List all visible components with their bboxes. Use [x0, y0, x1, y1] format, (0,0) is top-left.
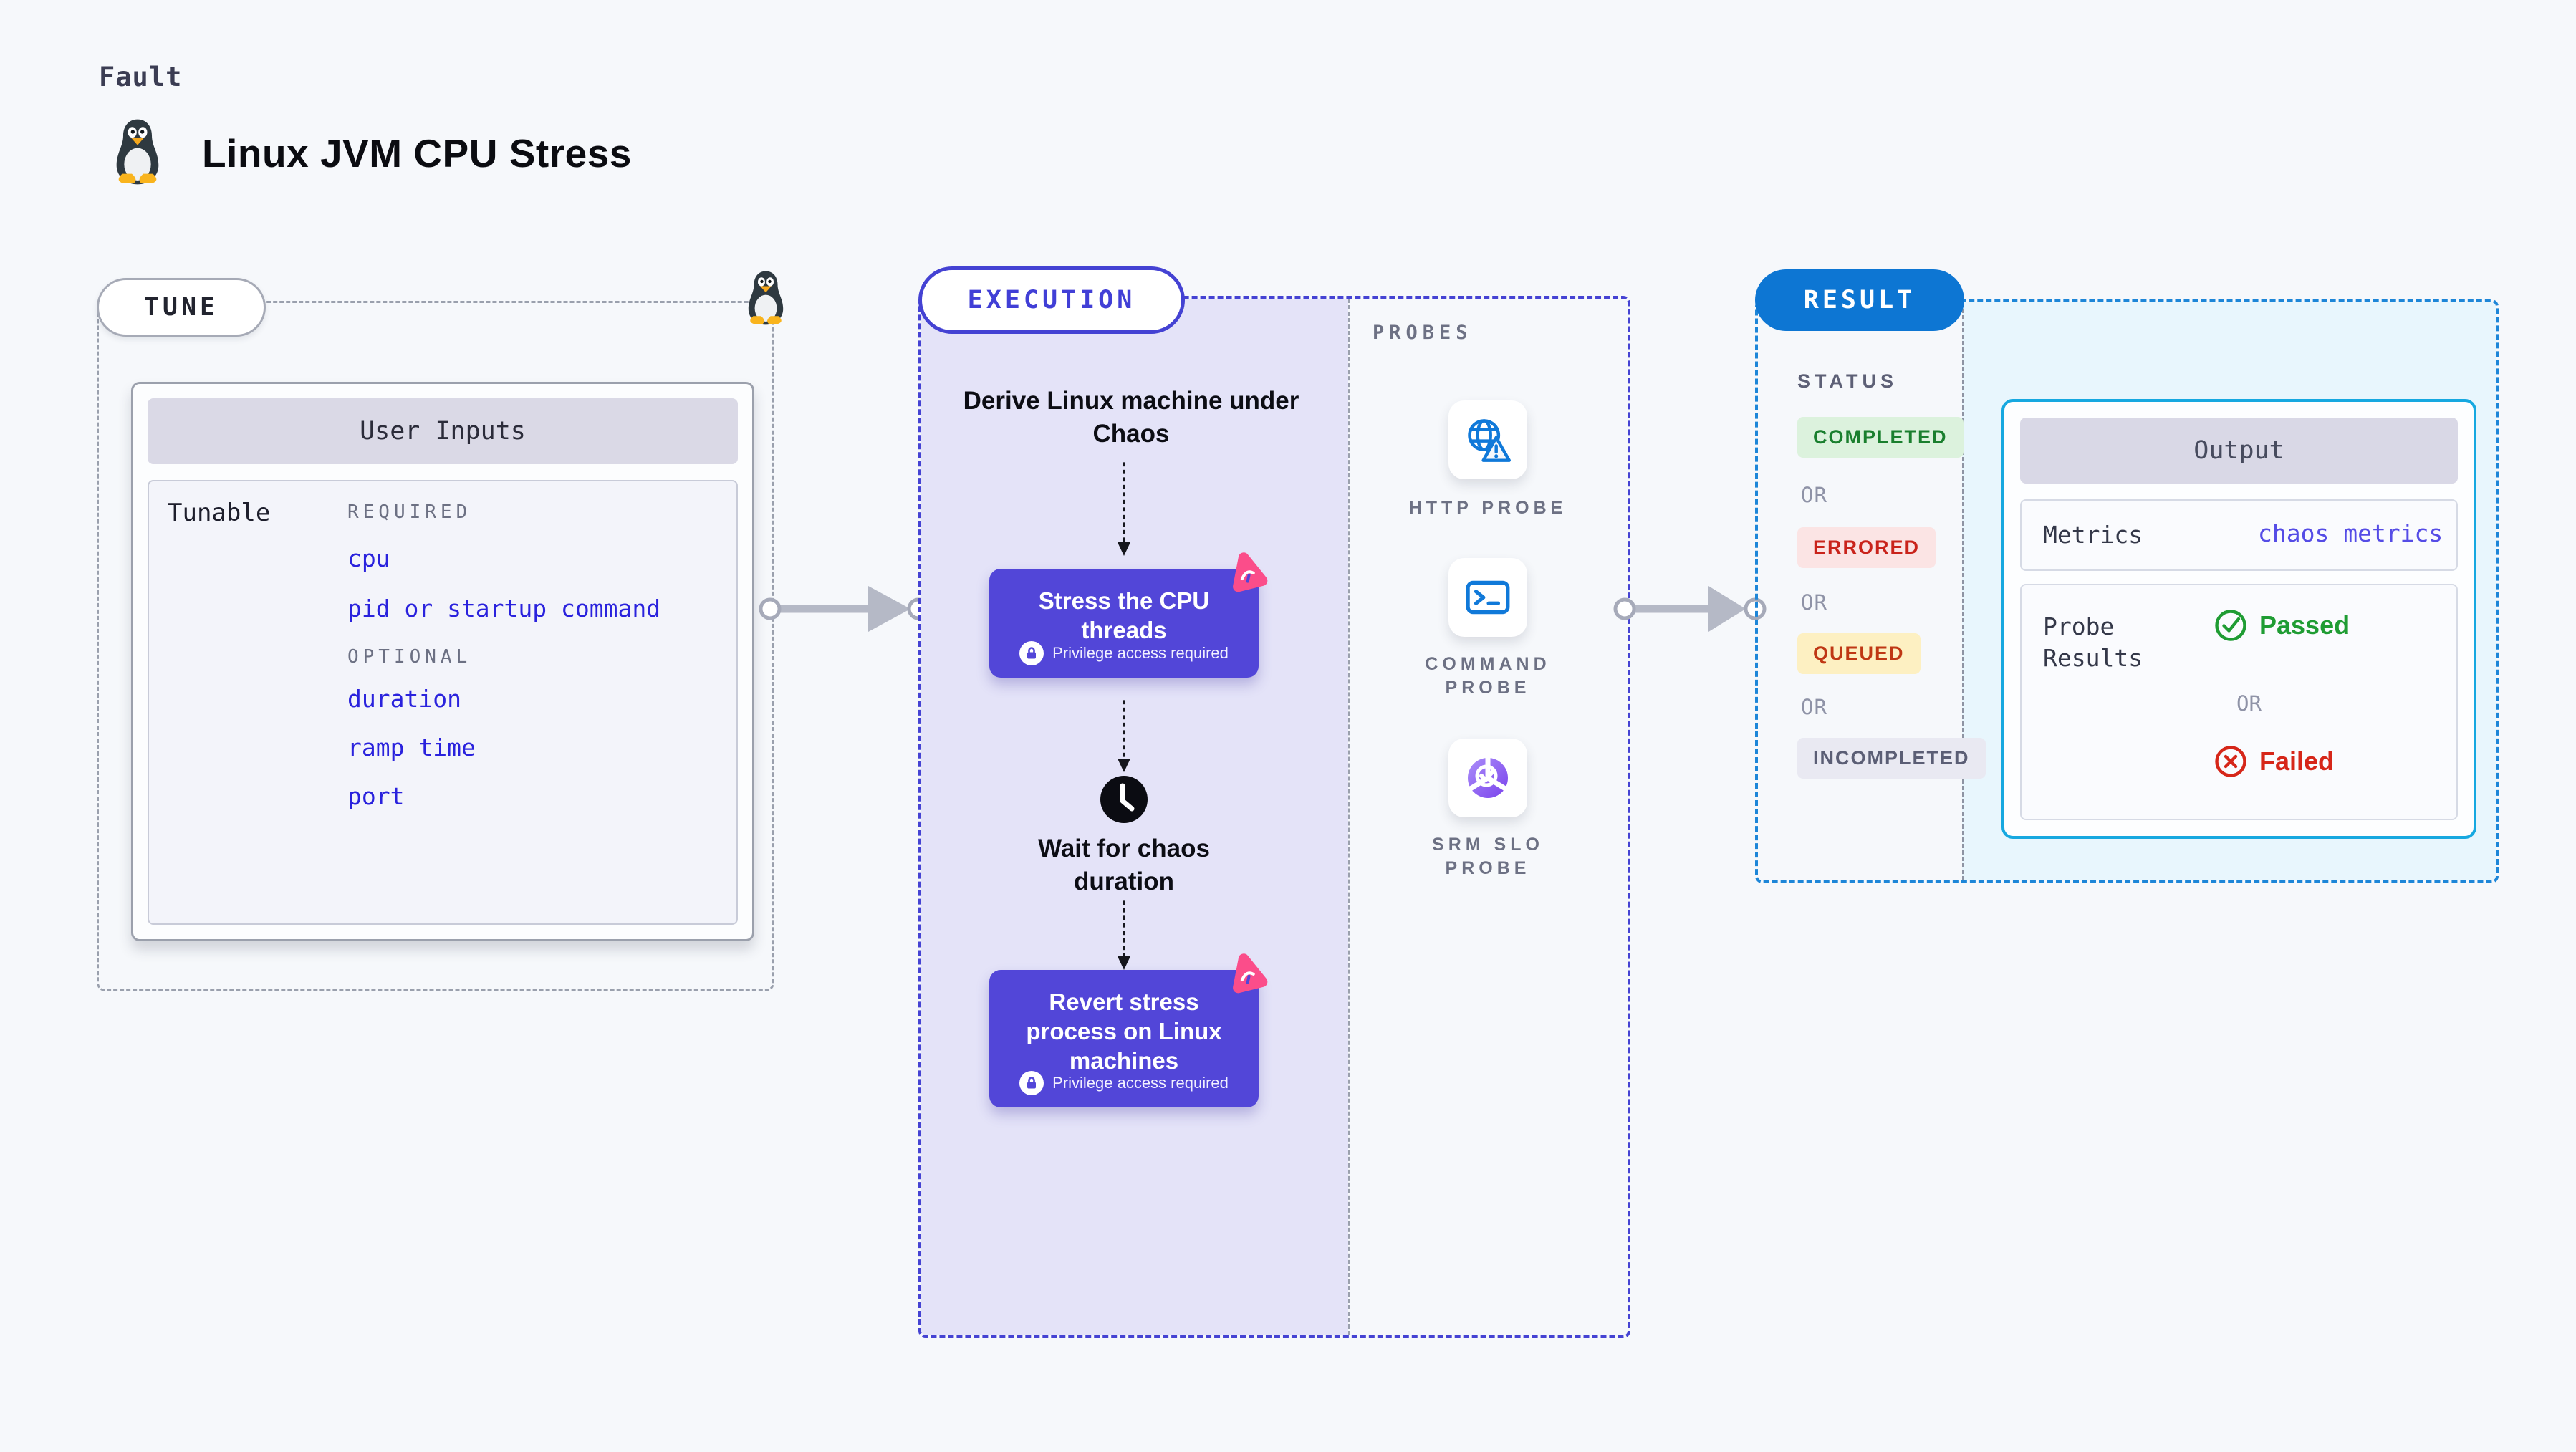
- probe-results-label: Probe Results: [2043, 612, 2143, 672]
- status-column-label: STATUS: [1797, 370, 1898, 392]
- command-probe-label: COMMAND PROBE: [1425, 654, 1551, 698]
- execution-section-box: Derive Linux machine under Chaos Stress …: [918, 296, 1630, 1338]
- metrics-row: Metrics chaos metrics: [2020, 499, 2458, 571]
- tune-section-pill: TUNE: [97, 278, 266, 337]
- failed-label: Failed: [2259, 746, 2335, 776]
- output-panel: Output Metrics chaos metrics Probe Resul…: [2001, 399, 2476, 839]
- probes-section-label: PROBES: [1373, 322, 1473, 344]
- optional-group-label: OPTIONAL: [347, 646, 472, 668]
- status-badge-queued: QUEUED: [1797, 633, 1921, 674]
- or-separator: OR: [2236, 691, 2262, 716]
- or-separator: OR: [1801, 695, 1827, 719]
- execution-section-label: EXECUTION: [967, 286, 1136, 314]
- flow-arrow-down-icon: [1118, 700, 1130, 772]
- execution-section-pill: EXECUTION: [918, 266, 1185, 334]
- status-badge-errored: ERRORED: [1797, 527, 1936, 568]
- metrics-value: chaos metrics: [2258, 519, 2443, 547]
- tune-to-execution-arrow: [759, 586, 930, 632]
- input-cpu: cpu: [347, 544, 390, 572]
- tune-section-box: [97, 301, 774, 991]
- privilege-row: Privilege access required: [989, 641, 1259, 665]
- page-title: Linux JVM CPU Stress: [202, 131, 632, 176]
- privilege-text: Privilege access required: [1052, 1074, 1229, 1092]
- execution-to-result-arrow: [1613, 586, 1767, 632]
- revert-stress-step-card: Revert stress process on Linux machines …: [989, 970, 1259, 1107]
- input-port: port: [347, 782, 405, 810]
- slo-donut-icon: [1465, 755, 1511, 801]
- user-inputs-body: Tunable REQUIRED cpu pid or startup comm…: [148, 480, 738, 925]
- clock-icon: [1099, 774, 1149, 824]
- privilege-text: Privilege access required: [1052, 644, 1229, 662]
- privilege-row: Privilege access required: [989, 1071, 1259, 1095]
- terminal-icon: [1464, 578, 1512, 617]
- http-probe-label: HTTP PROBE: [1408, 498, 1567, 518]
- output-panel-title: Output: [2020, 418, 2458, 484]
- http-probe-card: [1448, 400, 1527, 479]
- input-pid-or-startup-command: pid or startup command: [347, 595, 661, 622]
- srm-slo-probe-label: SRM SLO PROBE: [1432, 835, 1544, 878]
- result-section-pill: RESULT: [1755, 269, 1964, 331]
- input-duration: duration: [347, 685, 461, 713]
- srm-slo-probe-card: [1448, 739, 1527, 817]
- metrics-label: Metrics: [2043, 521, 2143, 549]
- result-section-label: RESULT: [1803, 286, 1916, 314]
- lock-icon: [1019, 1071, 1044, 1095]
- x-circle-icon: [2214, 744, 2248, 779]
- command-probe-card: [1448, 558, 1527, 637]
- required-group-label: REQUIRED: [347, 501, 472, 523]
- status-badge-incompleted: INCOMPLETED: [1797, 738, 1986, 779]
- lock-icon: [1019, 641, 1044, 665]
- user-inputs-panel: User Inputs Tunable REQUIRED cpu pid or …: [131, 382, 754, 941]
- linux-tux-icon: [109, 117, 166, 186]
- derive-step-text: Derive Linux machine under Chaos: [963, 387, 1299, 448]
- execution-probes-divider: [1348, 299, 1350, 1335]
- result-section-box: STATUS COMPLETED OR ERRORED OR QUEUED OR…: [1755, 299, 2499, 883]
- or-separator: OR: [1801, 483, 1827, 507]
- failed-verdict: Failed: [2214, 744, 2334, 779]
- fault-kicker: Fault: [99, 62, 183, 92]
- linux-tux-icon-small: [742, 266, 789, 330]
- stress-cpu-step-card: Stress the CPU threads Privilege access …: [989, 569, 1259, 678]
- globe-alert-icon: [1464, 415, 1512, 464]
- user-inputs-title: User Inputs: [148, 398, 738, 464]
- flow-arrow-down-icon: [1118, 900, 1130, 970]
- input-ramp-time: ramp time: [347, 734, 476, 761]
- stress-step-title: Stress the CPU threads: [1038, 587, 1210, 643]
- revert-step-title: Revert stress process on Linux machines: [1026, 989, 1222, 1074]
- status-output-divider: [1962, 302, 1964, 880]
- passed-verdict: Passed: [2214, 608, 2350, 643]
- tune-section-label: TUNE: [143, 293, 219, 322]
- probe-results-row: Probe Results Passed OR Failed: [2020, 584, 2458, 820]
- wait-step-text: Wait for chaos duration: [1038, 835, 1210, 895]
- flow-arrow-down-icon: [1118, 462, 1130, 556]
- passed-label: Passed: [2259, 610, 2350, 640]
- or-separator: OR: [1801, 590, 1827, 615]
- status-badge-completed: COMPLETED: [1797, 417, 1964, 458]
- tunable-label: Tunable: [168, 499, 271, 527]
- check-circle-icon: [2214, 608, 2248, 643]
